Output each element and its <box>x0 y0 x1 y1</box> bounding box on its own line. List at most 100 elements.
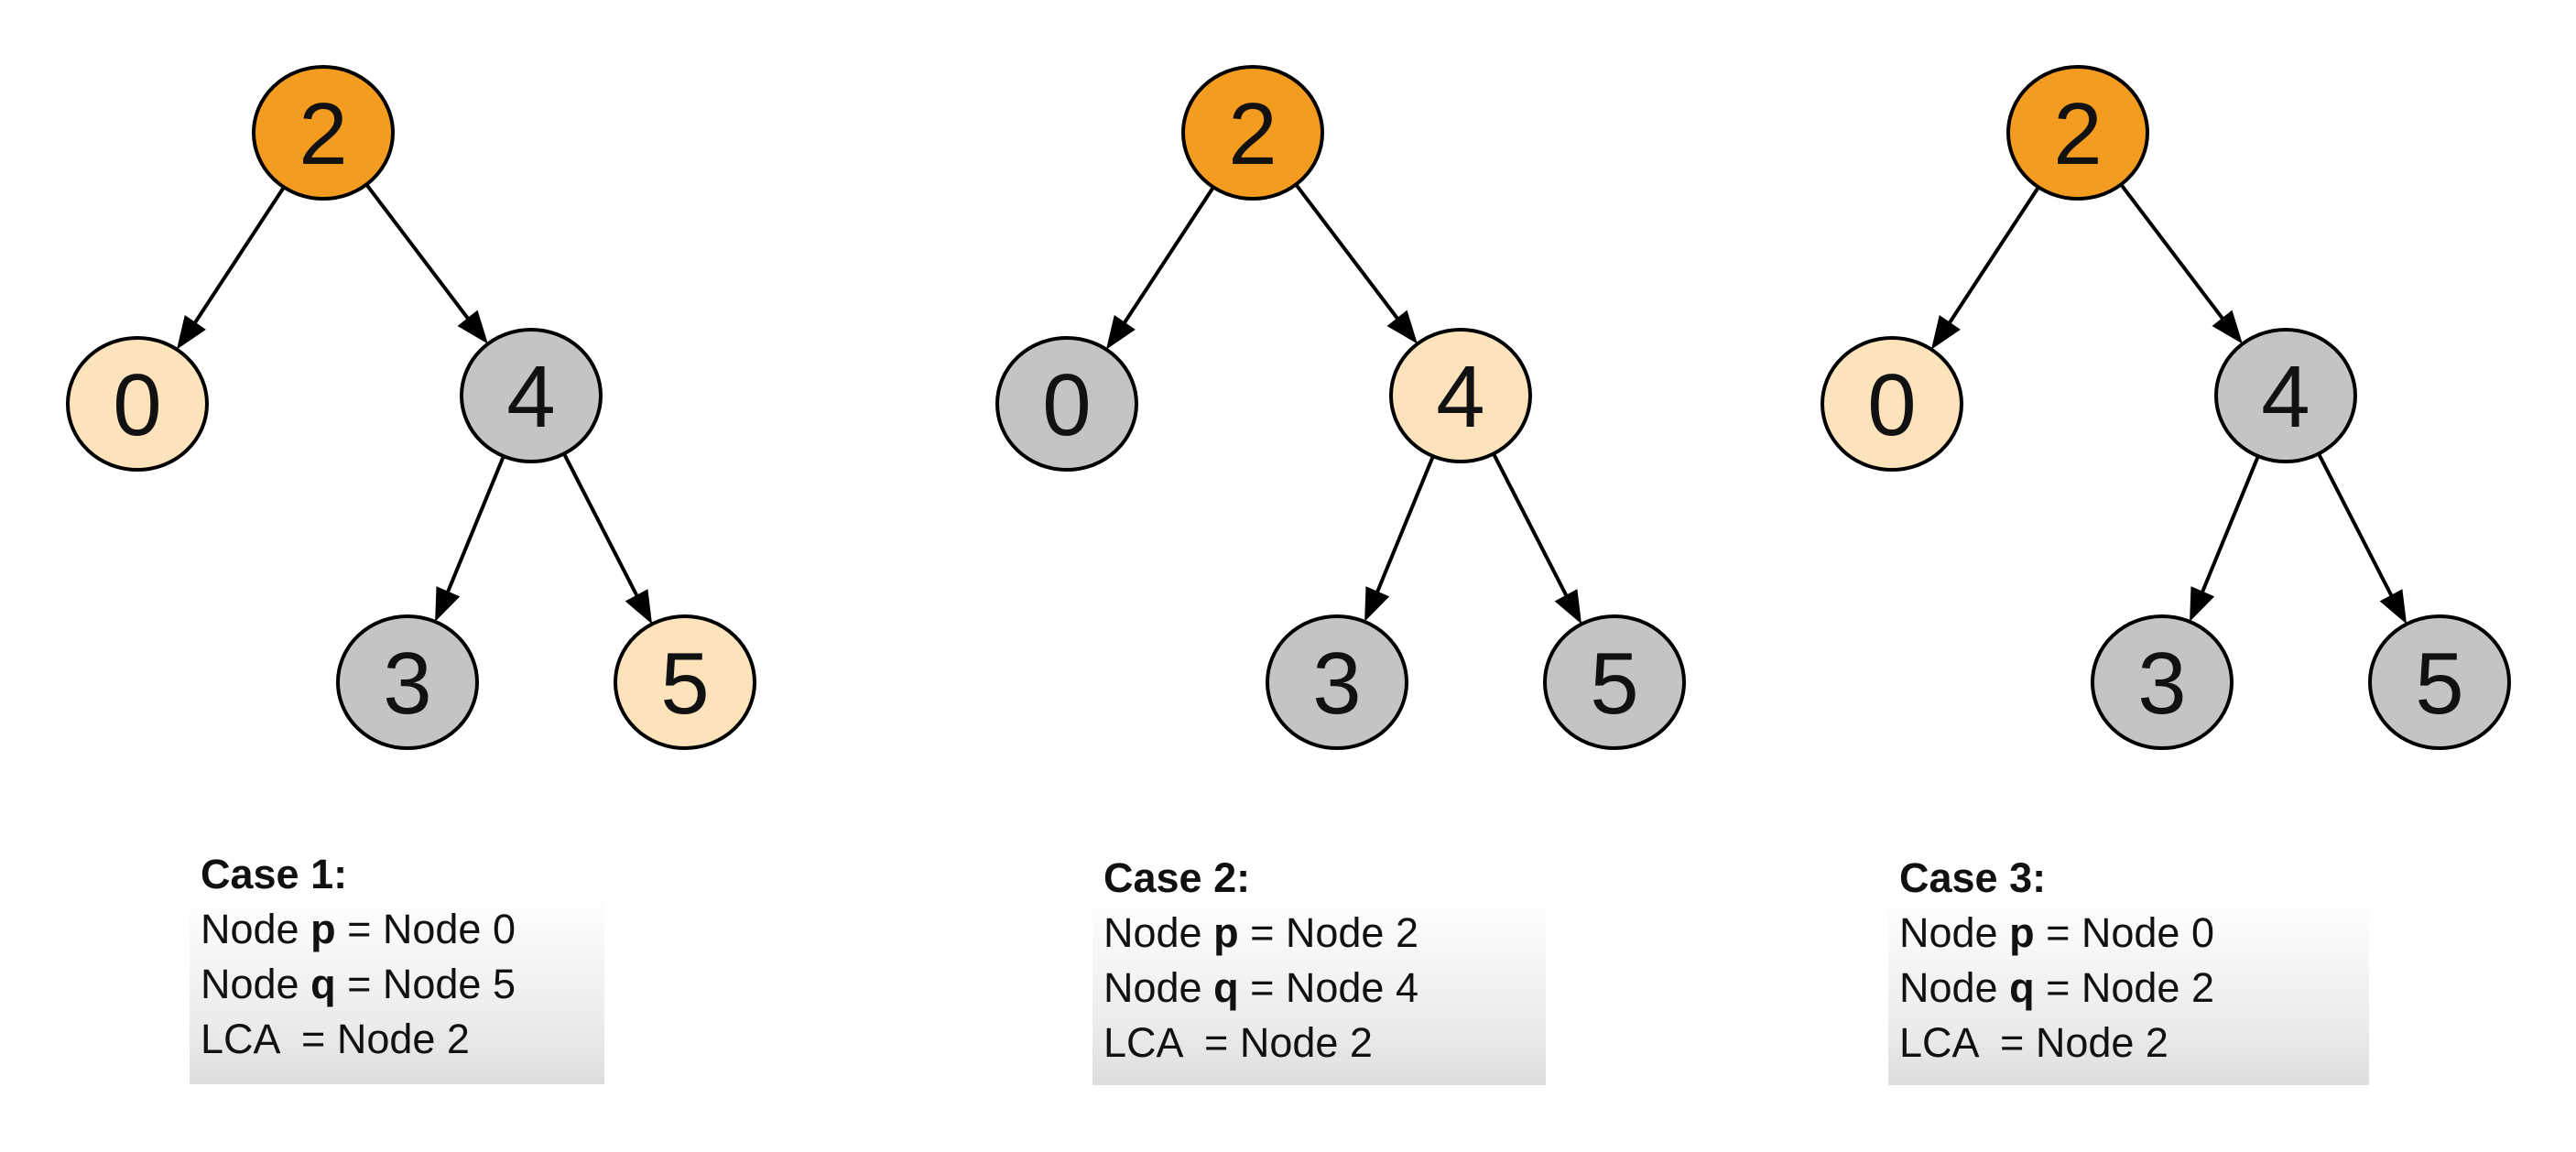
edge-4-to-3 <box>1374 455 1435 596</box>
case-1-title: Case 1: <box>201 851 348 897</box>
arrowhead-2-to-0 <box>176 315 206 350</box>
arrowhead-4-to-5 <box>2379 589 2408 625</box>
tree-node-4: 4 <box>460 328 603 463</box>
node-label: 2 <box>2053 85 2102 183</box>
case-3-tree: 2 0 4 3 5 <box>1821 65 2511 750</box>
edge-2-to-4 <box>364 183 472 322</box>
case-3-background <box>1888 897 2369 1085</box>
edge-2-to-0 <box>191 186 286 327</box>
node-label: 5 <box>660 635 709 733</box>
node-label: 2 <box>299 85 347 183</box>
edge-2-to-0 <box>1121 186 1215 327</box>
edge-4-to-5 <box>562 452 640 600</box>
node-circle <box>2091 614 2234 750</box>
tree-node-3: 3 <box>336 614 479 750</box>
edge-4-to-5 <box>1492 452 1570 600</box>
tree-node-4: 4 <box>2214 328 2357 463</box>
node-circle <box>995 336 1138 472</box>
case-1-node-q-prefix: Node <box>201 961 311 1007</box>
case-3-node-p-prefix: Node <box>1899 909 2010 956</box>
case-2-title: Case 2: <box>1103 854 1251 901</box>
arrowhead-4-to-3 <box>2190 586 2215 622</box>
arrowhead-4-to-5 <box>1554 589 1582 625</box>
node-circle <box>336 614 479 750</box>
arrowhead-2-to-0 <box>1105 315 1136 350</box>
node-circle <box>1389 328 1532 463</box>
node-label: 0 <box>113 356 161 454</box>
case-3-node-q-prefix: Node <box>1899 964 2010 1011</box>
case-2-node-q-value: = Node 4 <box>1238 964 1418 1011</box>
node-label: 4 <box>2261 348 2310 446</box>
case-2-node-p: Node p = Node 2 <box>1103 906 1535 961</box>
case-3-node-p-letter: p <box>2009 909 2035 956</box>
node-label: 0 <box>1042 356 1091 454</box>
arrowhead-2-to-4 <box>1386 310 1418 344</box>
node-label: 5 <box>1590 635 1638 733</box>
case-3-lca: LCA = Node 2 <box>1899 1019 2168 1066</box>
node-label: 0 <box>1867 356 1916 454</box>
case-2-info: Case 2: Node p = Node 2 Node q = Node 4 … <box>1092 851 1546 1085</box>
case-1-info: Case 1: Node p = Node 0 Node q = Node 5 … <box>190 847 604 1084</box>
case-3-node-p-value: = Node 0 <box>2034 909 2214 956</box>
case-2-node-p-letter: p <box>1213 909 1239 956</box>
edge-4-to-3 <box>444 455 505 596</box>
node-label: 3 <box>2137 635 2186 733</box>
tree-node-4: 4 <box>1389 328 1532 463</box>
node-label: 2 <box>1228 85 1277 183</box>
node-label: 4 <box>506 348 555 446</box>
arrowhead-2-to-4 <box>457 310 488 344</box>
case-2-node-q: Node q = Node 4 <box>1103 961 1535 1016</box>
case-1-lca: LCA = Node 2 <box>201 1016 470 1062</box>
case-2-background <box>1092 897 1546 1085</box>
case-1-node-p-value: = Node 0 <box>335 906 516 952</box>
node-label: 4 <box>1436 348 1484 446</box>
tree-node-5: 5 <box>614 614 756 750</box>
edge-2-to-4 <box>2119 183 2226 322</box>
node-circle <box>1181 65 1324 201</box>
node-circle <box>2006 65 2149 201</box>
case-2-node-p-prefix: Node <box>1103 909 1214 956</box>
tree-node-0: 0 <box>995 336 1138 472</box>
case-3-node-q: Node q = Node 2 <box>1899 961 2358 1016</box>
case-3-info: Case 3: Node p = Node 0 Node q = Node 2 … <box>1888 851 2369 1085</box>
case-1-node-p: Node p = Node 0 <box>201 902 593 957</box>
node-circle <box>66 336 209 472</box>
tree-node-3: 3 <box>1266 614 1408 750</box>
arrowhead-4-to-3 <box>435 586 461 622</box>
node-label: 5 <box>2415 635 2463 733</box>
case-1-background <box>190 893 604 1084</box>
case-1-tree: 2 0 4 3 5 <box>66 65 756 750</box>
arrowhead-4-to-5 <box>625 589 653 625</box>
node-label: 3 <box>383 635 431 733</box>
case-1-node-q: Node q = Node 5 <box>201 957 593 1012</box>
case-1-node-p-prefix: Node <box>201 906 311 952</box>
tree-node-5: 5 <box>2368 614 2511 750</box>
case-1-node-p-letter: p <box>310 906 336 952</box>
case-3-title: Case 3: <box>1899 854 2047 901</box>
tree-node-2: 2 <box>252 65 395 201</box>
tree-node-2: 2 <box>2006 65 2149 201</box>
node-label: 3 <box>1312 635 1361 733</box>
tree-node-2: 2 <box>1181 65 1324 201</box>
arrowhead-4-to-3 <box>1364 586 1390 622</box>
case-2-node-q-prefix: Node <box>1103 964 1214 1011</box>
edge-4-to-3 <box>2199 455 2260 596</box>
node-circle <box>1266 614 1408 750</box>
tree-node-5: 5 <box>1543 614 1686 750</box>
case-3-node-q-value: = Node 2 <box>2034 964 2214 1011</box>
edge-2-to-0 <box>1946 186 2040 327</box>
node-circle <box>614 614 756 750</box>
tree-node-0: 0 <box>1821 336 1963 472</box>
case-3-node-p: Node p = Node 0 <box>1899 906 2358 961</box>
node-circle <box>252 65 395 201</box>
case-2-tree: 2 0 4 3 5 <box>995 65 1686 750</box>
edge-2-to-4 <box>1294 183 1401 322</box>
arrowhead-2-to-4 <box>2212 310 2243 344</box>
node-circle <box>1543 614 1686 750</box>
case-2-lca: LCA = Node 2 <box>1103 1019 1373 1066</box>
node-circle <box>2368 614 2511 750</box>
case-1-node-q-value: = Node 5 <box>335 961 516 1007</box>
tree-node-0: 0 <box>66 336 209 472</box>
arrowhead-2-to-0 <box>1930 315 1961 350</box>
